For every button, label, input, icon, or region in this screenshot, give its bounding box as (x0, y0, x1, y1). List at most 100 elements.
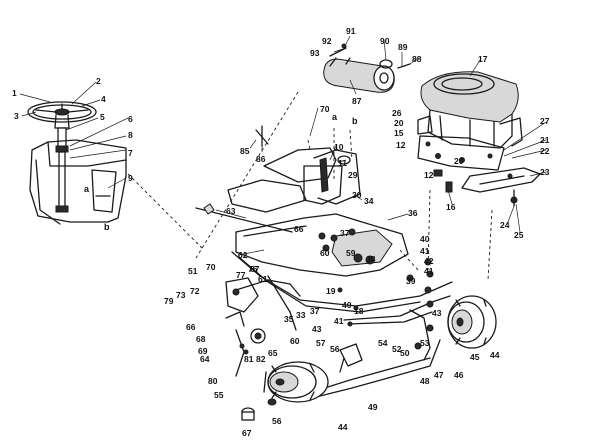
callout-80: 80 (208, 376, 218, 386)
callout-52: 52 (392, 344, 402, 354)
callout-11: 11 (338, 158, 347, 168)
reference-letters: a b a b (84, 112, 358, 232)
callout-43-right: 43 (432, 308, 442, 318)
callout-39: 39 (406, 276, 416, 286)
callout-51: 51 (188, 266, 198, 276)
callout-48: 48 (420, 376, 430, 386)
callout-60-upper: 60 (320, 248, 330, 258)
engine (417, 71, 523, 149)
callout-56-upper: 56 (330, 344, 340, 354)
callout-25: 25 (514, 230, 524, 240)
hub-cap (241, 398, 277, 421)
callout-65: 65 (268, 348, 278, 358)
callout-79: 79 (164, 296, 174, 306)
callout-29: 29 (348, 170, 358, 180)
callout-numbers: 1 2 3 4 5 6 7 8 9 10 11 12 12 15 16 17 1… (12, 26, 550, 438)
callout-7: 7 (128, 148, 133, 158)
callout-60-lower: 60 (290, 336, 300, 346)
callout-86: 86 (256, 154, 266, 164)
callout-40-lower: 40 (342, 300, 352, 310)
callout-26: 26 (392, 108, 402, 118)
callout-40-upper: 40 (420, 234, 430, 244)
callout-64: 64 (200, 354, 210, 364)
callout-12-lower: 12 (424, 170, 434, 180)
callout-61: 61 (258, 274, 268, 284)
callout-47: 47 (434, 370, 444, 380)
callout-44-left: 44 (338, 422, 348, 432)
callout-41-mid: 41 (424, 266, 434, 276)
callout-70-side: 70 (206, 262, 216, 272)
letter-a-top: a (332, 112, 338, 122)
callout-34: 34 (364, 196, 374, 206)
callout-1: 1 (12, 88, 17, 98)
callout-90: 90 (380, 36, 390, 46)
letter-b-top: b (352, 116, 358, 126)
callout-9: 9 (128, 173, 133, 183)
fender-panel (235, 213, 409, 277)
engine-mounting-plate (417, 135, 505, 193)
callout-62: 62 (238, 250, 248, 260)
callout-44-right: 44 (490, 350, 500, 360)
callout-30: 30 (352, 190, 362, 200)
front-bracket (461, 167, 541, 207)
front-axle (339, 309, 434, 373)
callout-8: 8 (128, 130, 133, 140)
callout-63: 63 (226, 206, 236, 216)
callout-93: 93 (310, 48, 320, 58)
callout-66-upper: 66 (294, 224, 304, 234)
steering-shaft (55, 127, 69, 213)
callout-92: 92 (322, 36, 332, 46)
callout-35: 35 (284, 314, 294, 324)
callout-24: 24 (500, 220, 510, 230)
callout-76: 76 (248, 264, 258, 274)
callout-68: 68 (196, 334, 206, 344)
callout-42: 42 (424, 256, 434, 266)
callout-59: 59 (346, 248, 356, 258)
callout-91: 91 (346, 26, 356, 36)
callout-66-lower: 66 (186, 322, 196, 332)
callout-89: 89 (398, 42, 408, 52)
steering-wheel (27, 101, 97, 129)
callout-37-upper: 37 (340, 228, 350, 238)
callout-20-right: 20 (454, 156, 464, 166)
callout-18: 18 (354, 306, 364, 316)
callout-43-left: 43 (312, 324, 322, 334)
callout-2: 2 (96, 76, 101, 86)
callout-12-upper: 12 (396, 140, 406, 150)
callout-87: 87 (352, 96, 362, 106)
callout-56-lower: 56 (272, 416, 282, 426)
callout-19: 19 (326, 286, 336, 296)
callout-22: 22 (540, 146, 550, 156)
callout-54: 54 (378, 338, 388, 348)
callout-37-lower: 37 (310, 306, 320, 316)
callout-33: 33 (296, 310, 306, 320)
callout-45: 45 (470, 352, 480, 362)
callout-55: 55 (214, 390, 224, 400)
letter-b-panel: b (104, 222, 110, 232)
callout-20-left: 20 (394, 118, 404, 128)
callout-73: 73 (176, 290, 186, 300)
callout-67-lower: 67 (242, 428, 252, 438)
callout-46: 46 (454, 370, 464, 380)
callout-67-upper: 67 (250, 264, 260, 274)
seat (227, 147, 361, 213)
callout-27: 27 (540, 116, 550, 126)
callout-23: 23 (540, 167, 550, 177)
callout-49: 49 (368, 402, 378, 412)
callout-88: 88 (412, 54, 422, 64)
callout-72: 72 (190, 286, 200, 296)
front-right-wheel (447, 295, 497, 349)
callout-69: 69 (198, 346, 208, 356)
front-left-wheel (267, 361, 329, 403)
callout-41-lower: 41 (334, 316, 344, 326)
callout-21: 21 (540, 135, 550, 145)
muffler (323, 43, 411, 93)
callout-41-upper: 41 (420, 246, 430, 256)
callout-85: 85 (240, 146, 250, 156)
callout-5: 5 (100, 112, 105, 122)
callout-6: 6 (128, 114, 133, 124)
callout-77: 77 (236, 270, 246, 280)
callout-15: 15 (394, 128, 404, 138)
